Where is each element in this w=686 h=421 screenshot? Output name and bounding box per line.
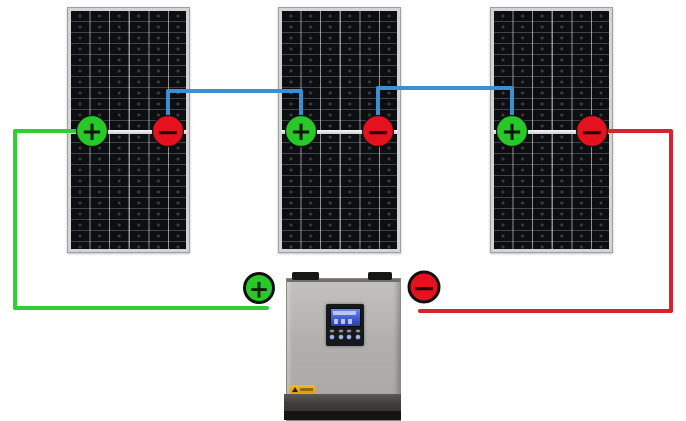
inverter-button-icon — [338, 335, 343, 339]
inverter-handle-right — [368, 272, 392, 280]
inverter-base — [284, 394, 401, 420]
warning-label-text-stub — [300, 387, 313, 391]
solar-panel-2-mid-rail — [281, 130, 398, 134]
minus-icon: − — [412, 272, 435, 305]
solar-panel-1-mid-rail — [70, 130, 187, 134]
inverter-button-icon — [355, 335, 360, 339]
solar-panel-3-mid-rail — [493, 130, 610, 134]
inverter-buttons — [330, 330, 360, 342]
inverter-button-icon — [330, 335, 334, 339]
lcd-status-row — [333, 311, 356, 315]
button-label-icon — [355, 330, 360, 332]
warning-triangle-icon — [292, 386, 298, 392]
inverter-handle-left — [292, 272, 319, 280]
inverter-display-module — [326, 304, 364, 346]
solar-inverter — [284, 272, 401, 421]
plus-icon: + — [249, 275, 270, 304]
button-label-icon — [347, 330, 352, 332]
inverter-top-edge — [287, 279, 400, 282]
lcd-digit-blocks — [334, 319, 355, 324]
warning-label — [290, 385, 315, 393]
button-label-icon — [330, 330, 334, 332]
button-label-icon — [338, 330, 343, 332]
solar-panel-2 — [278, 7, 401, 253]
inverter-button-icon — [347, 335, 352, 339]
inverter-positive-marker — [243, 272, 275, 304]
inverter-base-strip — [284, 411, 401, 420]
inverter-lcd-screen — [330, 308, 361, 327]
solar-panel-1 — [67, 7, 190, 253]
solar-panel-3 — [490, 7, 613, 253]
inverter-negative-marker — [407, 270, 441, 304]
